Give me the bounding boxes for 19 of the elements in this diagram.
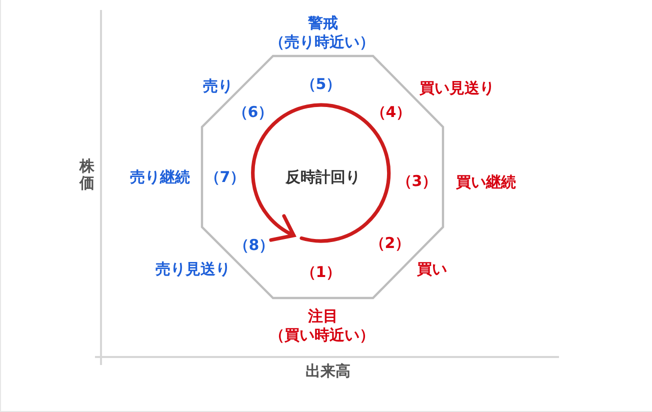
step-number: （8） [234, 236, 274, 254]
stage-label: 売り見送り [156, 260, 230, 278]
stage-label: 注目 [308, 307, 338, 325]
stage-label: 買い [417, 260, 447, 278]
stage-label: （買い時近い） [270, 326, 374, 344]
stage-label: 警戒 [308, 14, 338, 32]
step-number: （6） [232, 103, 274, 121]
axis-label: 株価 [80, 158, 94, 192]
rotation-label: 反時計回り [286, 168, 360, 186]
step-number: （1） [300, 263, 342, 281]
step-number: （2） [370, 234, 410, 252]
step-number: （4） [370, 103, 412, 121]
stage-label: 売り [203, 77, 233, 95]
stage-label: （売り時近い） [270, 33, 374, 51]
step-number: （7） [204, 168, 246, 186]
step-number: （5） [300, 75, 342, 93]
stage-label: 買い見送り [420, 79, 494, 97]
axis-label: 出来高 [306, 362, 350, 380]
step-number: （3） [396, 172, 438, 190]
